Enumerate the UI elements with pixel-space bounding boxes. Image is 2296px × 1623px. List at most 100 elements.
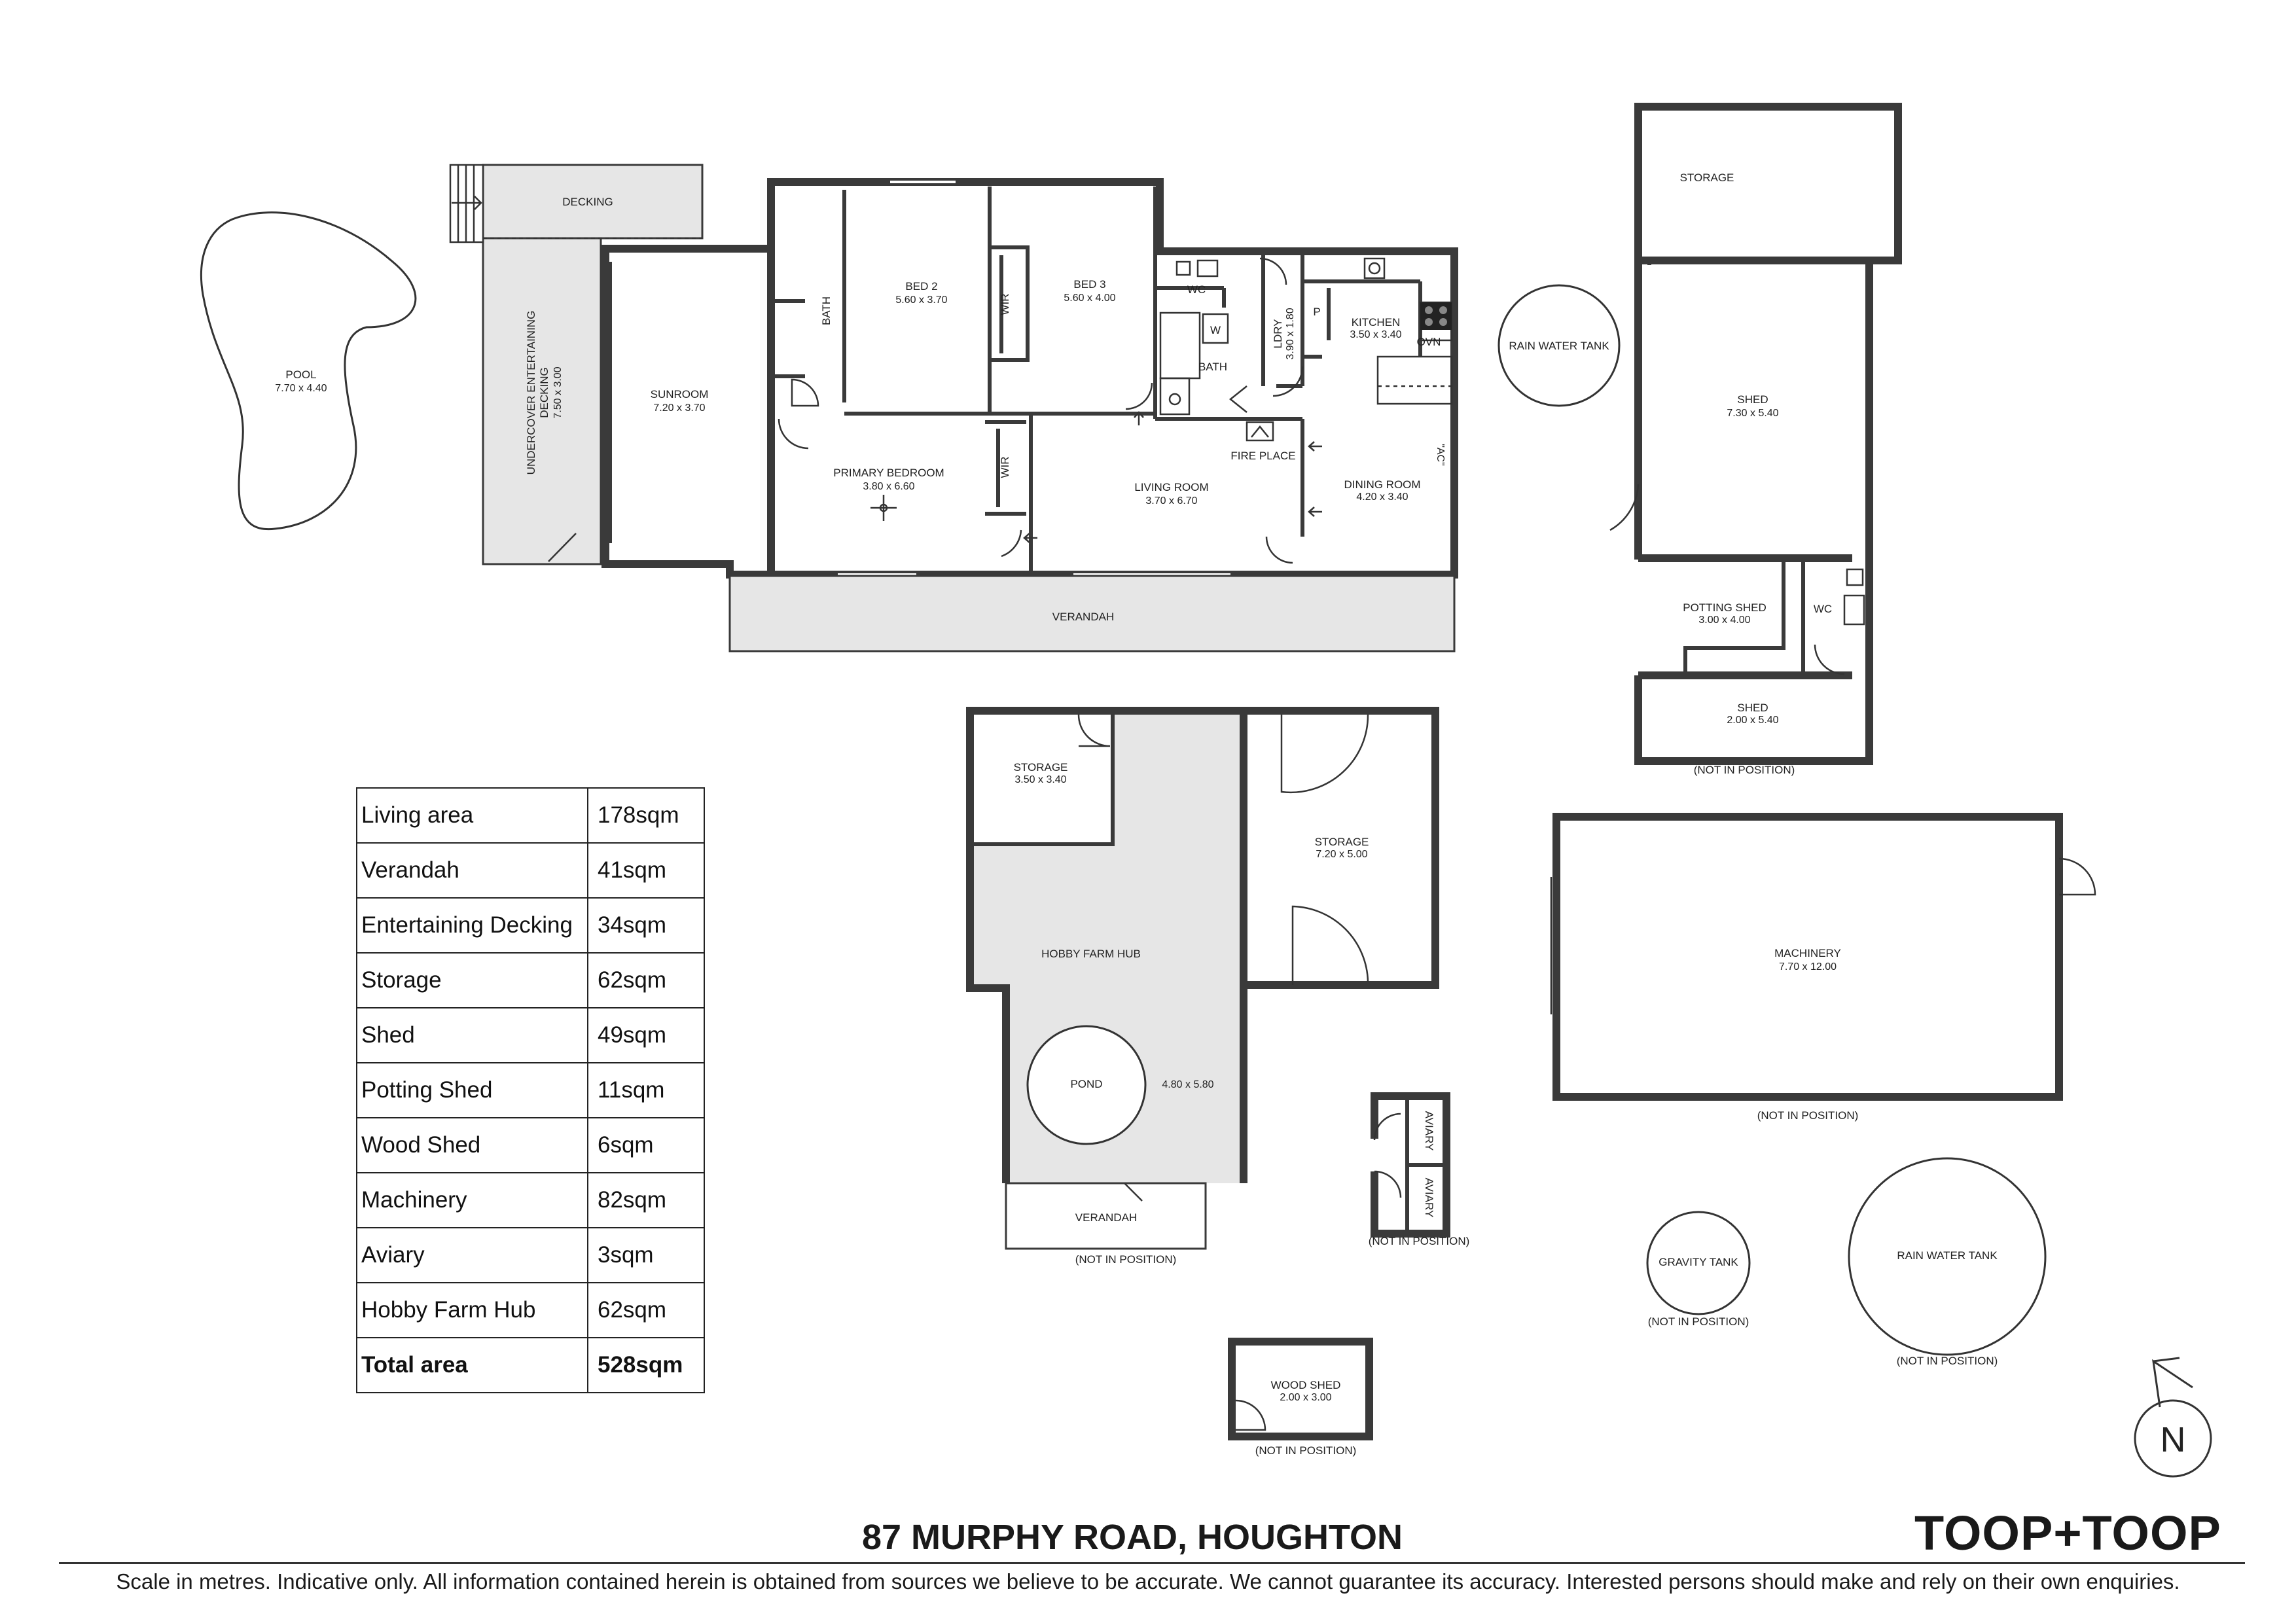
gravity-not-in-position: (NOT IN POSITION) bbox=[1648, 1315, 1749, 1328]
sunroom-dim: 7.20 x 3.70 bbox=[653, 402, 705, 414]
shed-small-dim: 2.00 x 5.40 bbox=[1727, 715, 1778, 726]
area-name: Entertaining Decking bbox=[356, 897, 588, 954]
area-name: Living area bbox=[356, 787, 588, 844]
area-value: 34sqm bbox=[587, 897, 705, 954]
shed-big-dim: 7.30 x 5.40 bbox=[1727, 408, 1778, 419]
hub-storage-dim: 3.50 x 3.40 bbox=[1014, 774, 1066, 785]
living-dim: 3.70 x 6.70 bbox=[1145, 495, 1197, 507]
undercover-label: UNDERCOVER ENTERTAINING bbox=[525, 311, 537, 475]
aviary2-label: AVIARY bbox=[1423, 1178, 1435, 1218]
shed-big-label: SHED bbox=[1737, 393, 1768, 406]
pool-dim: 7.70 x 4.40 bbox=[275, 383, 327, 394]
wir1-label: WIR bbox=[999, 293, 1011, 315]
ceiling-fan-icon bbox=[870, 495, 897, 521]
north-label: N bbox=[2161, 1420, 2186, 1459]
north-arrow: N bbox=[2134, 1357, 2212, 1478]
wc2-label: WC bbox=[1814, 603, 1832, 615]
aviary1-label: AVIARY bbox=[1423, 1111, 1435, 1151]
tank2-not-in-position: (NOT IN POSITION) bbox=[1897, 1355, 1998, 1367]
wc-label: WC bbox=[1187, 283, 1206, 296]
area-value: 41sqm bbox=[587, 842, 705, 899]
shed-not-in-position: (NOT IN POSITION) bbox=[1694, 764, 1795, 776]
dining-label: DINING ROOM bbox=[1344, 478, 1420, 491]
storage-mid-dim: 7.20 x 5.00 bbox=[1316, 849, 1367, 860]
aviary-not-in-position: (NOT IN POSITION) bbox=[1369, 1235, 1470, 1247]
disclaimer: Scale in metres. Indicative only. All in… bbox=[116, 1569, 2180, 1594]
primary-dim: 3.80 x 6.60 bbox=[863, 481, 914, 492]
bed2-dim: 5.60 x 3.70 bbox=[895, 294, 947, 306]
gravity-tank: GRAVITY TANK (NOT IN POSITION) bbox=[1646, 1211, 1751, 1328]
hub-dim: 4.80 x 5.80 bbox=[1162, 1079, 1213, 1090]
pond-label: POND bbox=[1070, 1078, 1102, 1090]
shed-small-label: SHED bbox=[1737, 702, 1768, 714]
pool: POOL 7.70 x 4.40 bbox=[200, 211, 417, 531]
area-value: 82sqm bbox=[587, 1172, 705, 1228]
area-total-value: 528sqm bbox=[587, 1337, 705, 1393]
woodshed-dim: 2.00 x 3.00 bbox=[1280, 1392, 1331, 1403]
undercover-dim: 7.50 x 3.00 bbox=[552, 366, 564, 418]
main-house: WIR W OVN P bbox=[601, 178, 1458, 579]
area-name: Shed bbox=[356, 1007, 588, 1063]
hub-label: HOBBY FARM HUB bbox=[1041, 948, 1141, 960]
dining-dim: 4.20 x 3.40 bbox=[1356, 491, 1408, 503]
decking-area: DECKING UNDERCOVER ENTERTAINING DECKING … bbox=[449, 164, 704, 565]
machinery-label: MACHINERY bbox=[1774, 947, 1841, 959]
area-name: Potting Shed bbox=[356, 1062, 588, 1118]
woodshed-label: WOOD SHED bbox=[1271, 1379, 1341, 1391]
gravity-label: GRAVITY TANK bbox=[1659, 1256, 1738, 1268]
area-value: 178sqm bbox=[587, 787, 705, 844]
verandah: VERANDAH bbox=[728, 575, 1456, 652]
property-address: 87 MURPHY ROAD, HOUGHTON bbox=[861, 1518, 1403, 1557]
w-label: W bbox=[1210, 324, 1221, 336]
p-label: P bbox=[1313, 306, 1320, 318]
hub-not-in-position: (NOT IN POSITION) bbox=[1075, 1253, 1177, 1266]
sunroom-label: SUNROOM bbox=[651, 388, 709, 401]
brand-logo: TOOP+TOOP bbox=[1914, 1506, 2221, 1560]
aviary: AVIARY AVIARY (NOT IN POSITION) bbox=[1369, 1092, 1470, 1247]
verandah-label: VERANDAH bbox=[1052, 611, 1114, 623]
kitchen-dim: 3.50 x 3.40 bbox=[1350, 329, 1401, 340]
bed3-label: BED 3 bbox=[1073, 278, 1105, 291]
footer-divider bbox=[59, 1562, 2245, 1564]
hub-storage-label: STORAGE bbox=[1014, 761, 1068, 774]
living-label: LIVING ROOM bbox=[1134, 481, 1208, 493]
storage-top-label: STORAGE bbox=[1680, 171, 1734, 184]
area-value: 11sqm bbox=[587, 1062, 705, 1118]
kitchen-label: KITCHEN bbox=[1352, 316, 1401, 329]
ovn-label: OVN bbox=[1417, 336, 1441, 348]
wood-shed: WOOD SHED 2.00 x 3.00 (NOT IN POSITION) bbox=[1228, 1338, 1373, 1457]
tank2-label: RAIN WATER TANK bbox=[1897, 1249, 1998, 1262]
area-name: Aviary bbox=[356, 1227, 588, 1283]
fireplace-label: FIRE PLACE bbox=[1230, 450, 1295, 462]
area-value: 62sqm bbox=[587, 952, 705, 1008]
area-value: 3sqm bbox=[587, 1227, 705, 1283]
area-total-name: Total area bbox=[356, 1337, 588, 1393]
bed2-label: BED 2 bbox=[905, 280, 937, 293]
ldry-label: LDRY bbox=[1272, 319, 1284, 348]
woodshed-not-in-position: (NOT IN POSITION) bbox=[1255, 1444, 1357, 1457]
tank1-label: RAIN WATER TANK bbox=[1509, 340, 1609, 352]
primary-label: PRIMARY BEDROOM bbox=[833, 467, 944, 479]
pool-label: POOL bbox=[285, 368, 316, 381]
cooktop-icon bbox=[1420, 302, 1452, 330]
undercover-label-2: DECKING bbox=[538, 367, 550, 418]
bath-right-label: BATH bbox=[1198, 361, 1227, 373]
wir2-label: WIR bbox=[999, 456, 1011, 478]
ac-label: "AC" bbox=[1435, 444, 1446, 466]
machinery-dim: 7.70 x 12.00 bbox=[1779, 961, 1837, 972]
shed-complex: STORAGE SHED 7.30 x 5.40 POTTING SHED 3.… bbox=[1609, 103, 1902, 776]
area-name: Storage bbox=[356, 952, 588, 1008]
rain-water-tank-1: RAIN WATER TANK bbox=[1498, 284, 1621, 407]
